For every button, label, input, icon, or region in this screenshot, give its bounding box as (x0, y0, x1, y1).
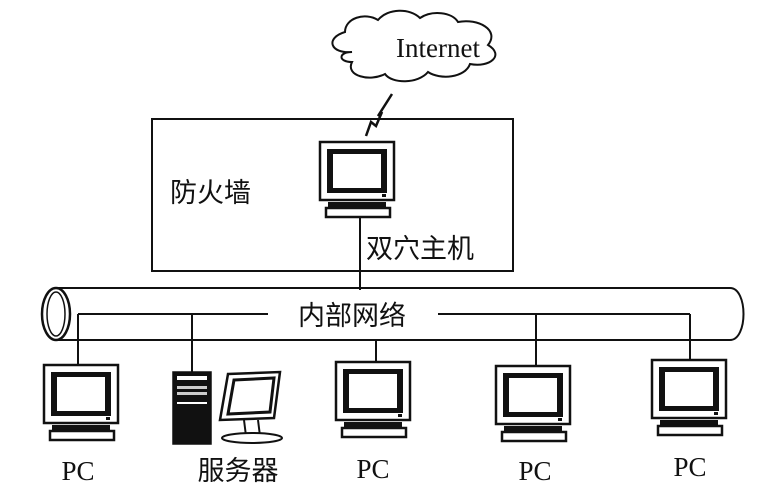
dual-homed-host-monitor-icon (318, 140, 396, 219)
internal-network-label: 内部网络 (298, 301, 406, 332)
pc-monitor-icon (42, 363, 120, 442)
firewall-label: 防火墙 (170, 178, 251, 209)
pc-label: PC (61, 456, 94, 486)
internet-label: Internet (396, 33, 480, 63)
pc-label: PC (356, 454, 389, 484)
server-label: 服务器 (198, 456, 279, 487)
pc-monitor-icon (650, 358, 728, 437)
pc-label: PC (518, 456, 551, 486)
internal-network-pipe (40, 286, 745, 342)
internet-cloud-icon (331, 9, 497, 83)
wan-link-icon (364, 93, 394, 137)
server-monitor-icon (218, 370, 283, 444)
firewall-box (151, 118, 514, 272)
pc-monitor-icon (494, 364, 572, 443)
pc-monitor-icon (334, 360, 412, 439)
dual-homed-host-label: 双穴主机 (366, 234, 474, 265)
server-tower-icon (172, 371, 212, 445)
pc-label: PC (673, 452, 706, 482)
